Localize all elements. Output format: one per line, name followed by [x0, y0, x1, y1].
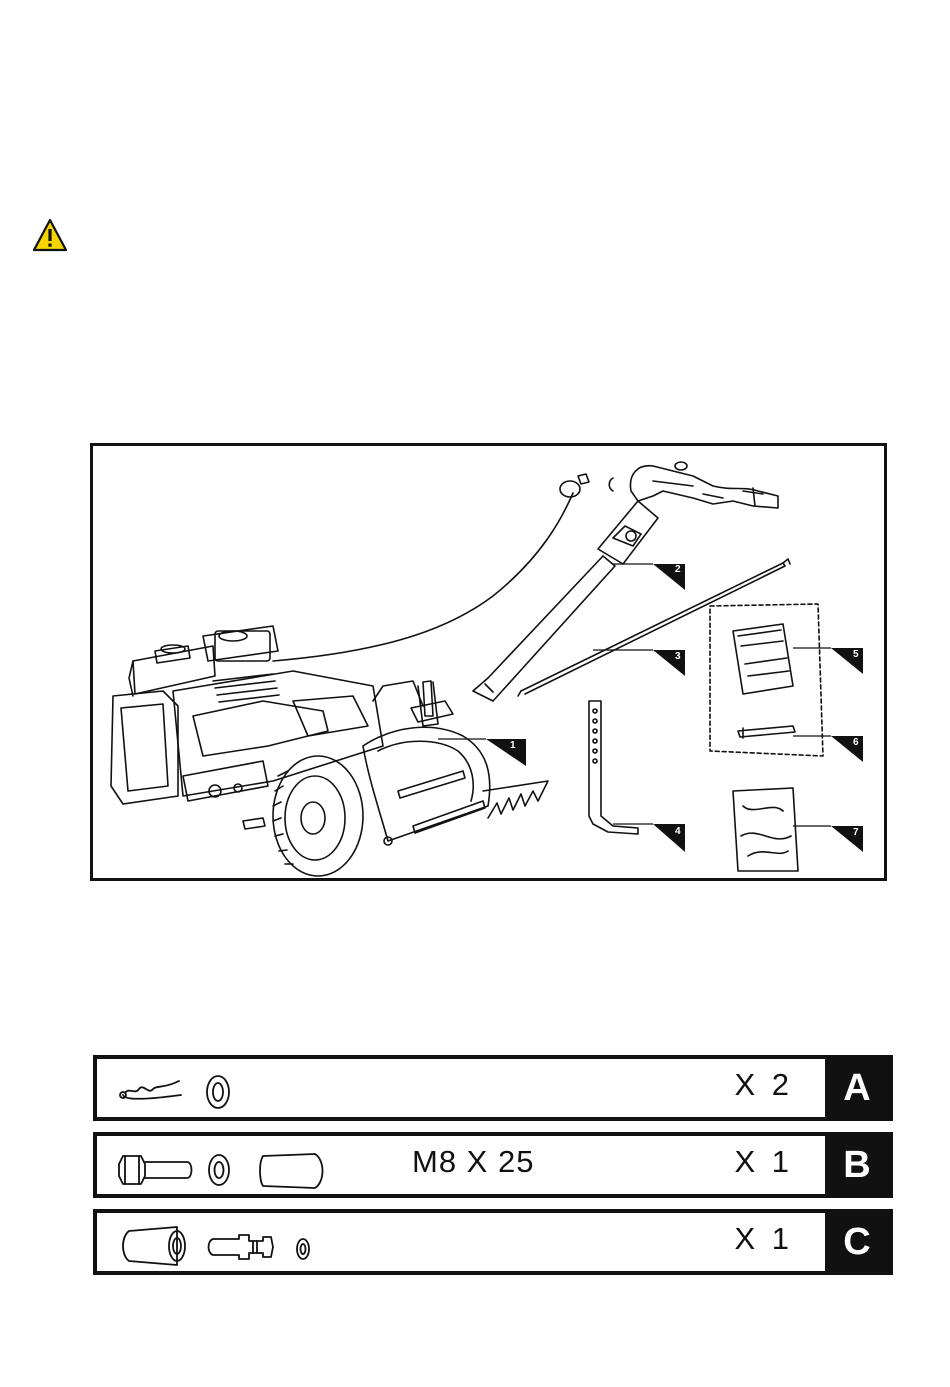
washer-icon — [209, 1155, 229, 1185]
callout-5: 5 — [853, 649, 859, 660]
callout-2: 2 — [675, 564, 681, 575]
spacer-sleeve-icon — [260, 1154, 323, 1188]
hardware-quantity: X 1 — [734, 1144, 793, 1180]
washer-icon — [207, 1076, 229, 1108]
hardware-row-a: X 2 A — [93, 1055, 893, 1121]
tine-guard — [363, 681, 548, 845]
tiller-line-drawing — [93, 446, 884, 878]
callout-4: 4 — [675, 826, 681, 837]
accessory-bag — [733, 788, 798, 871]
hardware-letter: B — [825, 1136, 889, 1194]
hardware-letter: A — [825, 1059, 889, 1117]
hardware-letter: C — [825, 1213, 889, 1271]
hardware-quantity: X 2 — [734, 1067, 793, 1103]
hex-bolt-icon — [119, 1156, 192, 1184]
sleeve-icon — [123, 1227, 185, 1265]
hardware-row-b: M8 X 25 X 1 B — [93, 1132, 893, 1198]
small-washer-icon — [297, 1239, 309, 1259]
callout-1: 1 — [510, 740, 516, 751]
hair-pin-clip-icon — [120, 1081, 181, 1099]
hardware-quantity: X 1 — [734, 1221, 793, 1257]
hardware-spec: M8 X 25 — [412, 1144, 534, 1180]
callout-7: 7 — [853, 827, 859, 838]
parts-bag — [710, 604, 823, 756]
parts-illustration: 1 2 3 4 5 6 7 — [90, 443, 887, 881]
callout-6: 6 — [853, 737, 859, 748]
callout-3: 3 — [675, 651, 681, 662]
hardware-row-c: X 1 C — [93, 1209, 893, 1275]
depth-bar — [589, 701, 638, 834]
wheel — [273, 756, 363, 876]
warning-triangle-icon — [32, 218, 68, 252]
handle-assembly — [473, 462, 778, 701]
pin-icon — [209, 1235, 274, 1259]
